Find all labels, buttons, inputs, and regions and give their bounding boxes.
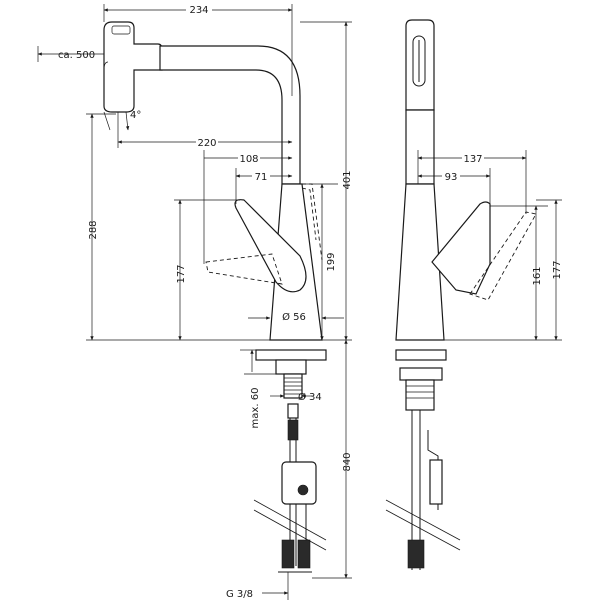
hose-nut-right	[297, 539, 311, 569]
dim-label-840: 840	[342, 452, 353, 471]
side-pipe	[405, 109, 435, 185]
base-neck	[275, 359, 307, 375]
weight-block	[281, 461, 317, 505]
spray-head-edge	[103, 61, 109, 98]
front-view: 234 ca. 500 4° 220 108 71 288 177 199 40…	[37, 3, 353, 600]
side-weight	[429, 459, 443, 505]
dim-label-108: 108	[239, 154, 258, 165]
dim-label-34: Ø 34	[298, 391, 322, 403]
weight-clip	[297, 484, 309, 496]
spray-head	[103, 21, 163, 113]
dim-label-max-60: max. 60	[250, 388, 261, 429]
dim-label-thread: G 3/8	[226, 589, 253, 600]
hose-nut-left	[281, 539, 295, 569]
dim-label-177-left: 177	[176, 264, 187, 283]
supply-hoses	[278, 418, 317, 573]
side-base-plate	[395, 349, 447, 361]
dim-label-177-right: 177	[552, 260, 563, 279]
side-hose-nut	[407, 539, 425, 569]
side-view: 137 93 161 177	[385, 19, 563, 570]
dim-label-71: 71	[255, 172, 268, 183]
dim-label-93: 93	[445, 172, 458, 183]
dim-label-199: 199	[326, 252, 337, 271]
side-lever	[431, 201, 491, 295]
dim-label-220: 220	[197, 138, 216, 149]
side-countertop-section	[385, 499, 461, 551]
dim-label-angle: 4°	[130, 110, 141, 121]
dim-label-161: 161	[532, 266, 543, 285]
base-plate	[255, 349, 327, 361]
side-hoses	[407, 410, 443, 570]
lever-dashed-inner	[301, 187, 317, 241]
dim-label-401: 401	[342, 170, 353, 189]
lever-dashed-swing	[205, 253, 283, 285]
dim-label-bg-234	[186, 3, 212, 16]
threaded-stem	[283, 373, 303, 419]
dim-label-56: Ø 56	[282, 311, 306, 323]
lever-handle	[234, 199, 307, 293]
hose-connector-top	[287, 419, 299, 441]
countertop-section	[253, 499, 327, 551]
dim-label-288: 288	[88, 220, 99, 239]
side-threaded-stem	[399, 367, 443, 411]
dim-label-234: 234	[189, 5, 208, 16]
dim-label-137: 137	[463, 154, 482, 165]
side-spray-head	[405, 19, 435, 111]
dim-label-500: ca. 500	[58, 50, 95, 61]
spray-head-top	[111, 25, 131, 35]
spout-pipe	[159, 45, 301, 185]
side-lever-dashed	[469, 211, 537, 301]
side-spray-button	[412, 35, 426, 87]
